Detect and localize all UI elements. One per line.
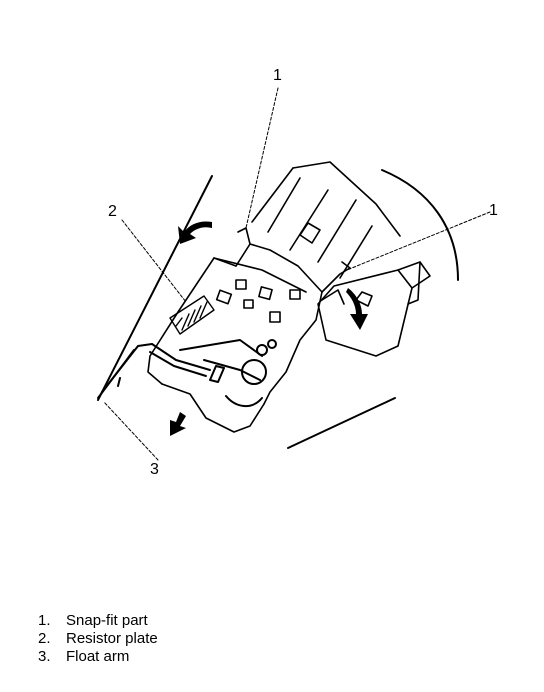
legend-item: 1. Snap-fit part bbox=[38, 612, 158, 630]
callout-snap-fit-part-top: 1 bbox=[273, 67, 282, 84]
legend-item: 2. Resistor plate bbox=[38, 630, 158, 648]
fuel-gauge-unit-diagram bbox=[97, 87, 491, 461]
legend-number: 1. bbox=[38, 612, 51, 629]
legend-label: Resistor plate bbox=[66, 630, 158, 647]
callout-snap-fit-part-right: 1 bbox=[489, 202, 498, 219]
resistor-plate bbox=[169, 295, 215, 335]
arrow-icons bbox=[170, 221, 368, 436]
float-arm bbox=[97, 339, 277, 407]
curved-arrow-icon bbox=[178, 221, 212, 244]
legend-item: 3. Float arm bbox=[38, 648, 158, 666]
callout-resistor-plate: 2 bbox=[108, 203, 117, 220]
connector-block bbox=[317, 261, 431, 357]
legend-label: Float arm bbox=[66, 648, 130, 665]
legend-number: 3. bbox=[38, 648, 51, 665]
legend: 1. Snap-fit part 2. Resistor plate 3. Float… bbox=[38, 612, 158, 666]
callout-float-arm: 3 bbox=[150, 461, 159, 478]
legend-label: Snap-fit part bbox=[66, 612, 148, 629]
down-arrow-icon bbox=[170, 412, 186, 436]
sender-body bbox=[147, 227, 351, 433]
leader-lines bbox=[103, 87, 491, 461]
legend-number: 2. bbox=[38, 630, 51, 647]
tank-outline bbox=[97, 169, 459, 449]
curved-arrow-icon bbox=[346, 288, 368, 330]
pump-housing bbox=[251, 161, 401, 279]
